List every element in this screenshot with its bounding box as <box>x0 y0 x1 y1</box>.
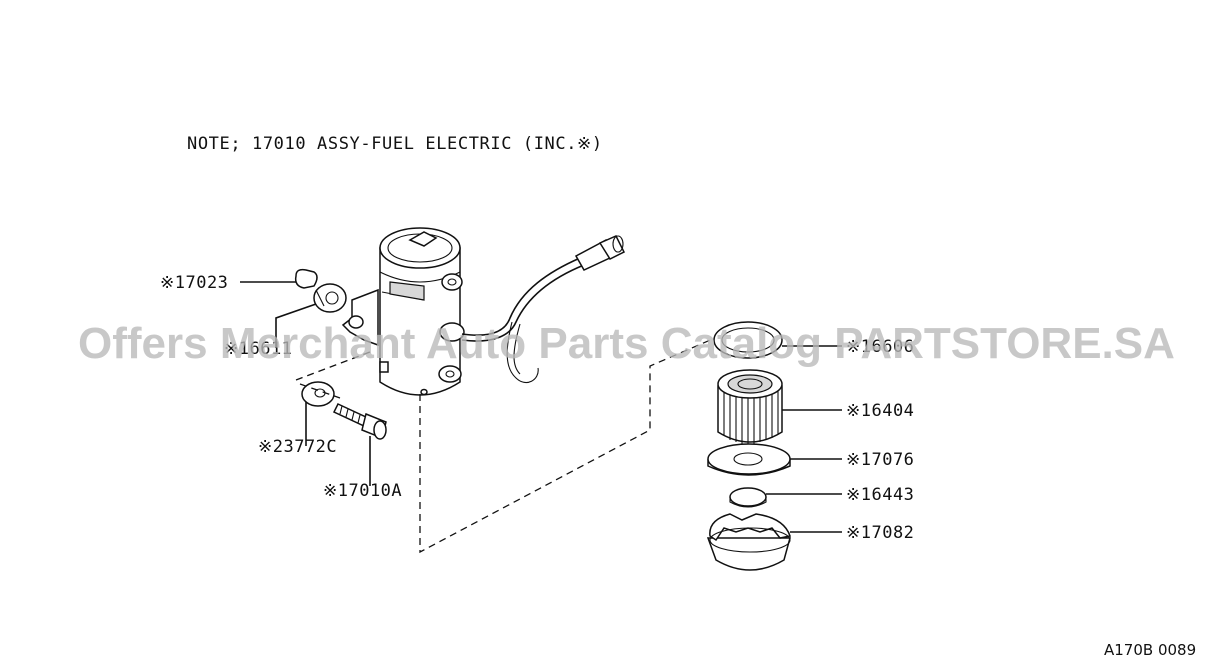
bolt-17010a <box>332 403 387 440</box>
part-label-16611: ※16611 <box>224 339 292 359</box>
part-label-17082: ※17082 <box>846 523 914 543</box>
watermark-text: Offers Merchant Auto Parts Catalog PARTS… <box>78 319 1175 368</box>
bracket-hole <box>348 315 364 329</box>
diagram-code: A170B 0089 <box>1104 641 1196 659</box>
assembly-dash-left <box>295 351 371 399</box>
leader-16611 <box>275 303 317 348</box>
pump-fitting-lower <box>438 365 462 383</box>
part-label-16443: ※16443 <box>846 485 914 505</box>
pump-top-cap <box>379 227 461 269</box>
part-label-16404: ※16404 <box>846 401 914 421</box>
assembly-dash-filter <box>419 337 716 554</box>
fuel-pump-body <box>341 227 465 396</box>
part-label-16606: ※16606 <box>846 337 914 357</box>
part-label-23772c: ※23772C <box>258 437 337 457</box>
part-label-17023: ※17023 <box>160 273 228 293</box>
assembly-note: NOTE; 17010 ASSY-FUEL ELECTRIC (INC.※) <box>187 134 603 154</box>
plate-17076 <box>707 443 791 476</box>
grommet-17023 <box>294 268 347 313</box>
part-label-17076: ※17076 <box>846 450 914 470</box>
washer-23772c <box>301 381 335 407</box>
pump-side-tab <box>379 361 389 373</box>
part-label-17010a: ※17010A <box>323 481 402 501</box>
seal-ring-16606 <box>713 321 783 359</box>
pump-fitting-middle <box>439 322 465 342</box>
wiring-harness <box>461 235 626 383</box>
cup-17082 <box>706 513 791 571</box>
pump-fitting-upper <box>441 273 463 291</box>
filter-element-16404 <box>717 369 783 444</box>
seal-16443 <box>729 487 767 508</box>
pump-cap-terminal <box>408 231 438 247</box>
